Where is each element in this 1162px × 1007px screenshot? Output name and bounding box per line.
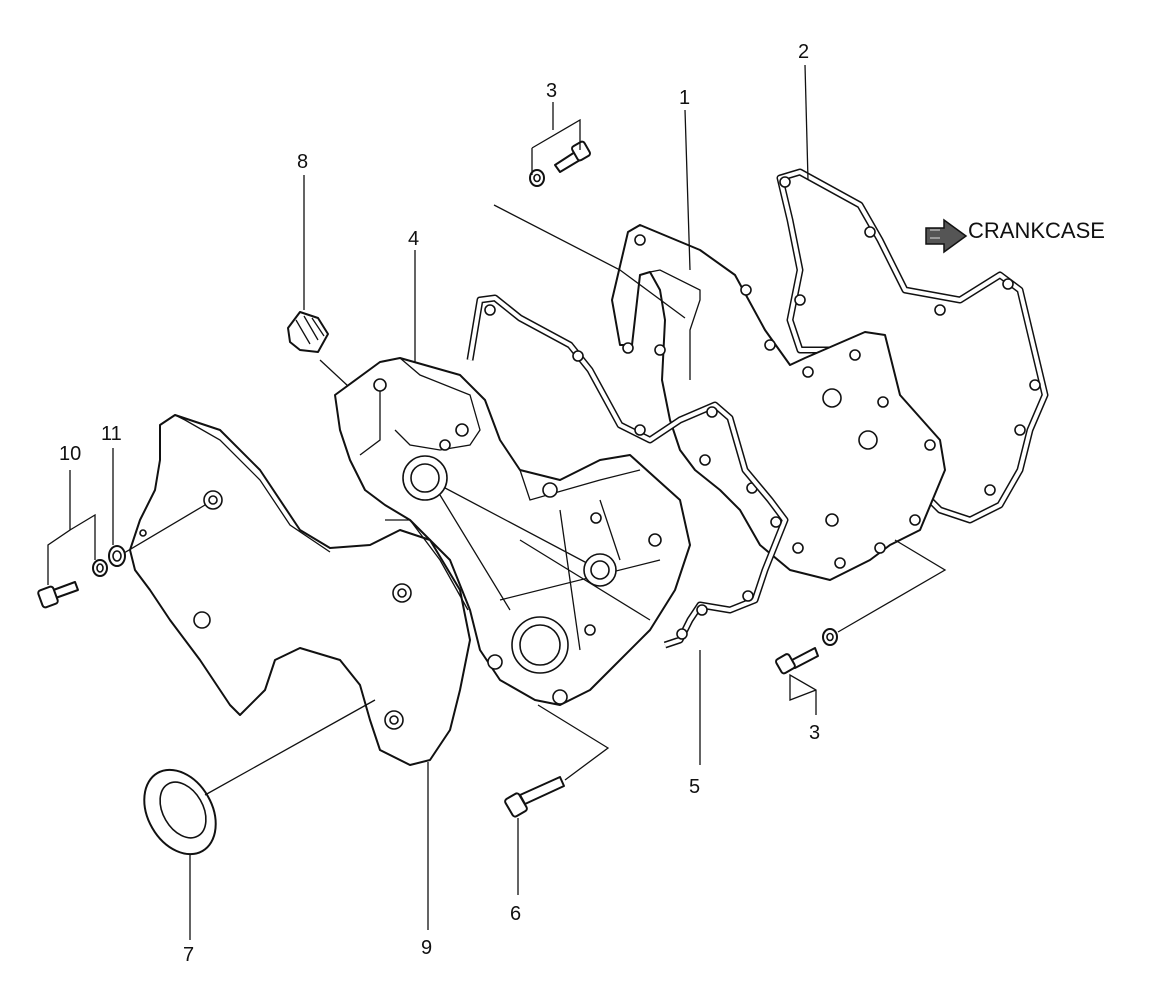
callout-5: 5 [689, 776, 700, 798]
crankcase-reference: CRANKCASE [925, 218, 1105, 254]
bolt-part-10 [37, 581, 79, 609]
bolt-washer-set-3-lower [775, 628, 838, 675]
callout-2: 2 [798, 41, 809, 63]
gasket-part-2 [776, 168, 1049, 524]
callout-8: 8 [297, 151, 308, 173]
callout-3-lower: 3 [809, 722, 820, 744]
callout-1: 1 [679, 87, 690, 109]
callout-11: 11 [101, 423, 122, 445]
direction-arrow-icon [925, 218, 968, 254]
gasket-part-5 [466, 294, 789, 649]
callout-10: 10 [59, 443, 81, 465]
plug-part-8 [287, 311, 329, 353]
callout-4: 4 [408, 228, 419, 250]
front-cover-part-9 [129, 414, 471, 766]
bolt-part-6 [504, 776, 565, 818]
crankcase-label: CRANKCASE [968, 218, 1105, 243]
adapter-plate-part-1 [611, 224, 946, 581]
leader-lines [47, 64, 947, 940]
callout-labels: 1 2 3 3 4 5 6 7 8 9 10 11 [59, 41, 820, 966]
gear-case-part-4 [334, 357, 691, 706]
oil-seal-part-7 [143, 768, 217, 856]
callout-7: 7 [183, 944, 194, 966]
callout-9: 9 [421, 937, 432, 959]
callout-3-upper: 3 [546, 80, 557, 102]
bolt-washer-set-3-upper [529, 140, 591, 187]
washer-part-11 [92, 545, 126, 577]
callout-6: 6 [510, 903, 521, 925]
